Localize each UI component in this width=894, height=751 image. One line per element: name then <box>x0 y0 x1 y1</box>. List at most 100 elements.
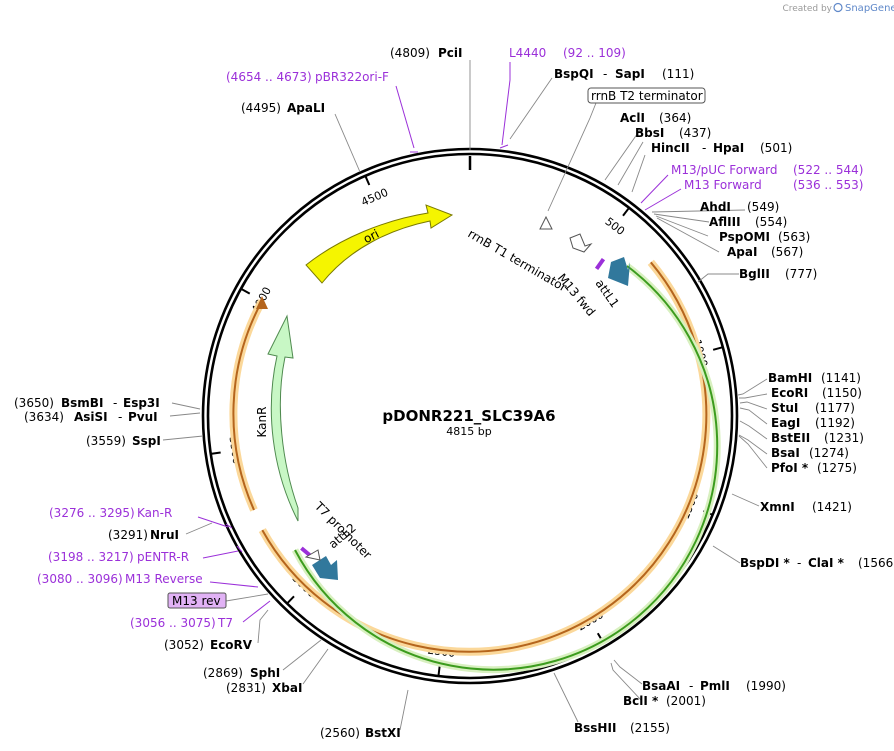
ecori-name: EcoRI <box>771 386 808 400</box>
rrnb-t2-label: rrnB T2 terminator <box>591 89 703 103</box>
bsteii-pos: (1231) <box>824 431 864 445</box>
kanr-primer-range: (3276 .. 3295) <box>49 506 135 520</box>
m13rev-name: M13 Reverse <box>125 572 203 586</box>
rrnb-t2-arrow <box>539 215 553 230</box>
hincii-sep: - <box>702 141 706 155</box>
acli-name: AclI <box>620 111 645 125</box>
sphi-pos: (2869) <box>203 666 243 680</box>
bamhi-name: BamHI <box>768 371 812 385</box>
ecori-pos: (1150) <box>822 386 862 400</box>
xmni-pos: (1421) <box>812 500 852 514</box>
pcii-pos: (4809) <box>390 46 430 60</box>
snapgene-brand: SnapGene <box>845 3 894 14</box>
bsaai-sep: - <box>689 679 693 693</box>
pbr322-range: (4654 .. 4673) <box>226 70 312 84</box>
eagi-pos: (1192) <box>815 416 855 430</box>
bspqi-pos: (111) <box>662 67 694 81</box>
t7-promoter-arrow <box>304 549 321 561</box>
attl1-arrow <box>608 257 630 286</box>
pvui-name: PvuI <box>128 410 158 424</box>
plasmid-size: 4815 bp <box>446 425 491 438</box>
connector-lines <box>162 60 768 731</box>
pfoi-pos: (1275) <box>817 461 857 475</box>
tick-label: 4500 <box>359 186 390 209</box>
bsaai-name: BsaAI <box>642 679 680 693</box>
left-insert-arrowhead <box>256 296 268 309</box>
asisi-sep: - <box>118 410 122 424</box>
sspi-pos: (3559) <box>86 434 126 448</box>
bstxi-name: BstXI <box>365 726 401 740</box>
asisi-pos: (3634) <box>24 410 64 424</box>
created-by-text: Created by <box>782 4 832 14</box>
ori-arrow <box>305 204 454 284</box>
pentr-range: (3198 .. 3217) <box>48 550 134 564</box>
bcli-pos: (2001) <box>666 694 706 708</box>
nrui-pos: (3291) <box>108 528 148 542</box>
bamhi-pos: (1141) <box>821 371 861 385</box>
bsmbi-pos: (3650) <box>14 396 54 410</box>
m13fwd-range: (536 .. 553) <box>793 178 863 192</box>
pfoi-name: PfoI * <box>771 461 809 475</box>
afliii-name: AflIII <box>709 215 741 229</box>
tick-label: 500 <box>603 215 628 238</box>
hpai-name: HpaI <box>713 141 744 155</box>
ecorv-name: EcoRV <box>210 638 253 652</box>
pcii-name: PciI <box>438 46 463 60</box>
tick-mark <box>286 595 295 605</box>
rrnb-t1-label: rrnB T1 terminator <box>466 226 570 294</box>
l4440-name: L4440 <box>509 46 546 60</box>
apai-name: ApaI <box>727 245 757 259</box>
xmni-name: XmnI <box>760 500 795 514</box>
bsshii-name: BssHII <box>574 721 616 735</box>
bglii-pos: (777) <box>785 267 817 281</box>
sphi-name: SphI <box>250 666 280 680</box>
plasmid-title: pDONR221_SLC39A6 <box>382 407 555 425</box>
xbai-name: XbaI <box>272 681 302 695</box>
m13fwd-name: M13 Forward <box>684 178 762 192</box>
bsshii-pos: (2155) <box>630 721 670 735</box>
acli-pos: (364) <box>659 111 691 125</box>
ori-label: ori <box>361 227 381 247</box>
bsmbi-name: BsmBI <box>61 396 103 410</box>
bsaai-pos: (1990) <box>746 679 786 693</box>
rrnb-t1-arrow <box>569 233 593 253</box>
bspqi-name: BspQI <box>554 67 594 81</box>
apai-pos: (567) <box>771 245 803 259</box>
bbsi-pos: (437) <box>679 126 711 140</box>
bspdi-sep: - <box>797 556 801 570</box>
primer-lines <box>197 62 682 623</box>
pmli-name: PmlI <box>700 679 730 693</box>
hincii-name: HincII <box>651 141 690 155</box>
nrui-name: NruI <box>150 528 179 542</box>
esp3i-name: Esp3I <box>123 396 160 410</box>
bsteii-name: BstEII <box>771 431 810 445</box>
site-labels: (4809) PciI L4440 (92 .. 109) BspQI - Sa… <box>14 46 894 740</box>
bstxi-pos: (2560) <box>320 726 360 740</box>
left-insert-arc <box>232 300 263 511</box>
stui-pos: (1177) <box>815 401 855 415</box>
bspdi-name: BspDI * <box>740 556 790 570</box>
m13rev-box <box>167 592 227 609</box>
apali-pos: (4495) <box>241 101 281 115</box>
rrnb-t2-box <box>587 87 706 104</box>
bbsi-name: BbsI <box>635 126 664 140</box>
snapgene-logo-icon <box>833 2 843 13</box>
hincii-pos: (501) <box>760 141 792 155</box>
afliii-pos: (554) <box>755 215 787 229</box>
tick-mark <box>437 666 441 677</box>
pentr-name: pENTR-R <box>137 550 189 564</box>
backbone-inner <box>206 152 734 680</box>
sspi-name: SspI <box>132 434 161 448</box>
tick-mark <box>210 451 221 455</box>
bsai-name: BsaI <box>771 446 800 460</box>
m13fwd-label: M13 fwd <box>555 271 598 319</box>
bsmbi-sep: - <box>113 396 117 410</box>
l4440-range: (92 .. 109) <box>563 46 626 60</box>
ecorv-pos: (3052) <box>164 638 204 652</box>
insert-inner-arc <box>294 265 719 671</box>
t7-name: T7 <box>217 616 233 630</box>
attl2-arrow <box>312 556 338 580</box>
tick-mark <box>622 207 630 217</box>
bcli-name: BclI * <box>623 694 659 708</box>
